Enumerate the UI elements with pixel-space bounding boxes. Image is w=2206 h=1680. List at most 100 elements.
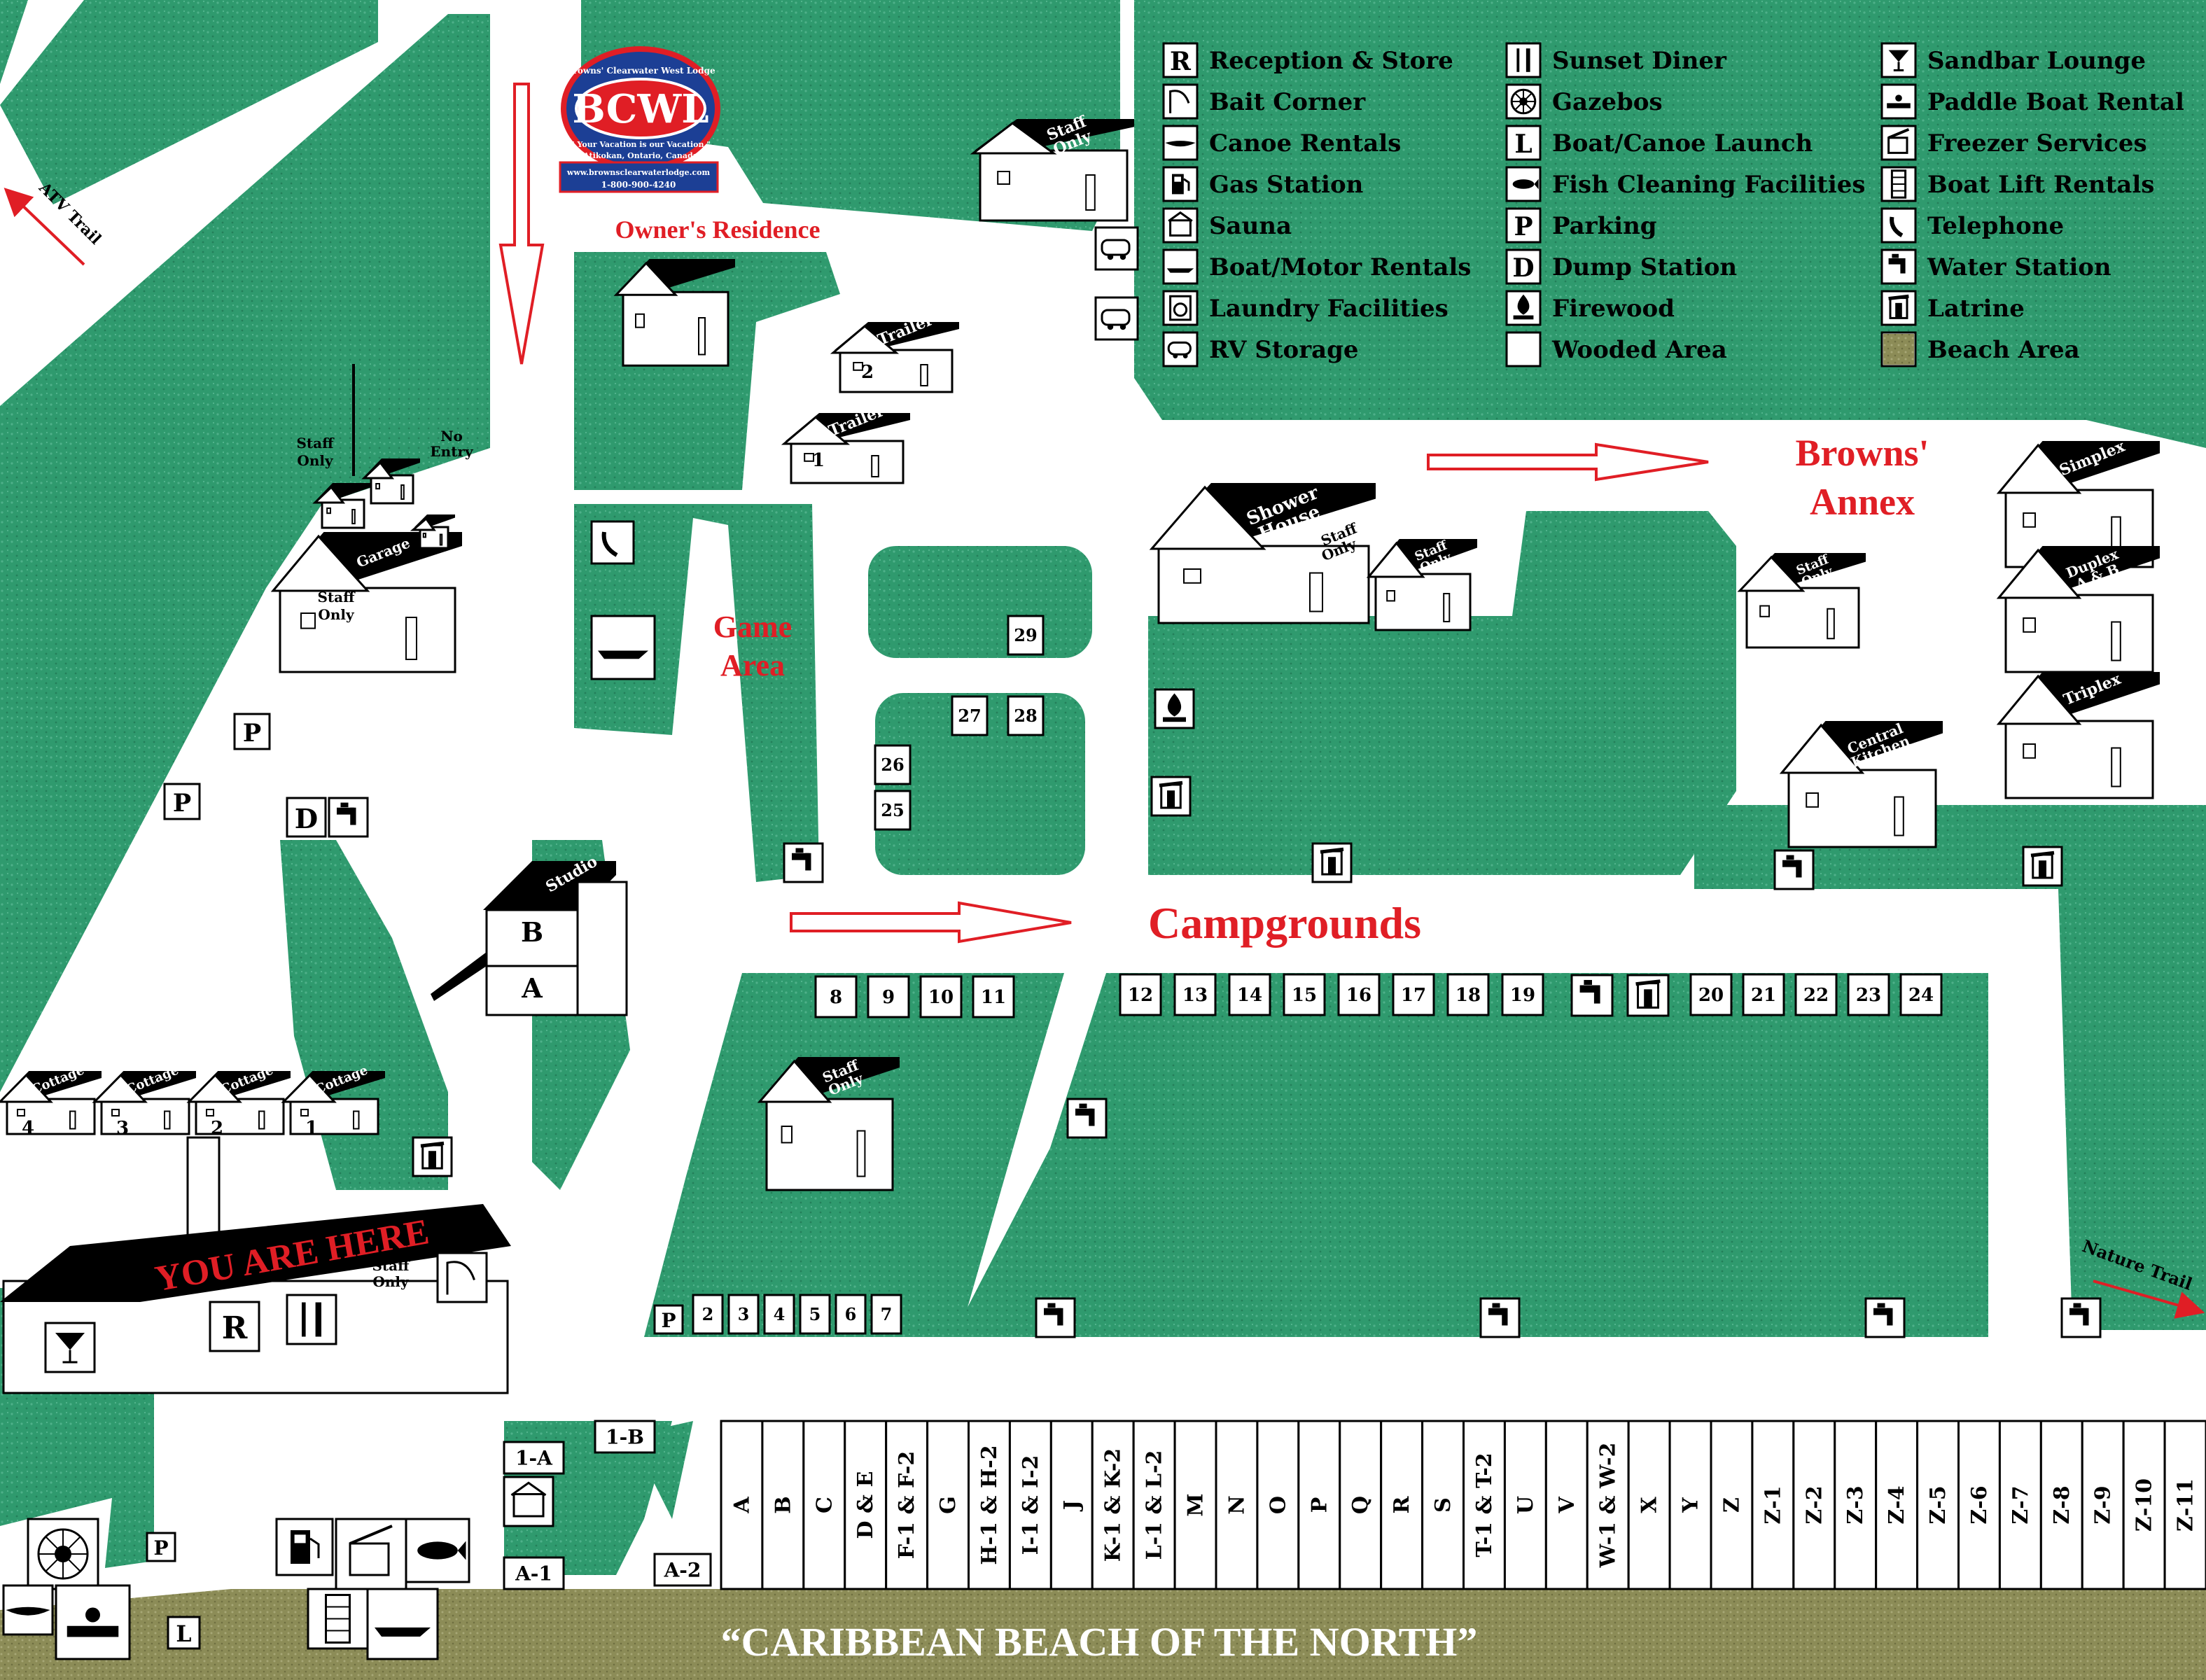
water-tap-icon[interactable] [1066,1098,1108,1139]
campsite-15[interactable]: 15 [1283,973,1326,1016]
freezer-icon[interactable] [335,1518,407,1590]
campsite-F-1-F-2[interactable]: F-1 & F-2 [885,1420,929,1590]
campsite-11[interactable]: 11 [972,975,1015,1018]
campsite-28[interactable]: 28 [1007,695,1045,736]
campsite-O[interactable]: O [1256,1420,1300,1590]
campsite-Z[interactable]: Z [1710,1420,1754,1590]
telephone-icon[interactable] [590,520,635,565]
campsite-A[interactable]: A [720,1420,764,1590]
campsite-A-1[interactable]: A-1 [503,1556,565,1590]
campsite-18[interactable]: 18 [1446,973,1490,1016]
campsite-7[interactable]: 7 [870,1294,902,1335]
campsite-U[interactable]: U [1503,1420,1547,1590]
campsite-1-B[interactable]: 1-B [594,1420,656,1454]
campsite-T-1-T-2[interactable]: T-1 & T-2 [1462,1420,1506,1590]
campsite-R[interactable]: R [1380,1420,1424,1590]
campsite-3[interactable]: 3 [727,1294,760,1335]
campsite-22[interactable]: 22 [1794,973,1838,1016]
parking-icon[interactable]: P [233,713,271,750]
water-tap-icon[interactable] [1570,974,1614,1017]
water-tap-icon[interactable] [1864,1297,1906,1338]
campsite-6[interactable]: 6 [835,1294,867,1335]
parking-icon[interactable]: P [653,1304,684,1335]
firewood-icon[interactable] [1154,688,1195,729]
campsite-P[interactable]: P [1297,1420,1341,1590]
campsite-24[interactable]: 24 [1899,973,1943,1016]
campsite-17[interactable]: 17 [1392,973,1435,1016]
campsite-Z-4[interactable]: Z-4 [1875,1420,1919,1590]
latrine-icon[interactable] [2022,846,2063,887]
water-tap-icon[interactable] [1479,1297,1521,1338]
latrine-icon[interactable] [412,1136,453,1177]
parking-icon[interactable]: P [146,1532,176,1562]
campsite-M[interactable]: M [1173,1420,1217,1590]
campsite-Z-2[interactable]: Z-2 [1792,1420,1836,1590]
campsite-Z-10[interactable]: Z-10 [2122,1420,2166,1590]
gas-pump-icon[interactable] [275,1518,334,1576]
campsite-27[interactable]: 27 [951,695,989,736]
sauna-icon[interactable] [503,1476,554,1527]
campsite-5[interactable]: 5 [799,1294,831,1335]
campsite-29[interactable]: 29 [1007,615,1045,656]
water-tap-icon[interactable] [328,797,369,838]
water-tap-icon[interactable] [783,842,824,883]
campsite-Z-3[interactable]: Z-3 [1834,1420,1878,1590]
campsite-16[interactable]: 16 [1337,973,1381,1016]
campsite-D-E[interactable]: D & E [844,1420,888,1590]
campsite-G[interactable]: G [926,1420,970,1590]
garage[interactable]: Garage [270,532,462,673]
canoe-icon[interactable] [2,1584,54,1636]
campsite-J[interactable]: J [1049,1420,1094,1590]
triplex[interactable]: Triplex [1996,670,2160,799]
campsite-Y[interactable]: Y [1668,1420,1712,1590]
campsite-A-2[interactable]: A-2 [653,1553,712,1587]
owners-residence[interactable] [613,259,735,367]
campsite-25[interactable]: 25 [874,790,912,831]
campsite-C[interactable]: C [802,1420,846,1590]
dump-icon[interactable]: D [286,797,327,838]
campsite-K-1-K-2[interactable]: K-1 & K-2 [1091,1420,1135,1590]
campsite-Z-8[interactable]: Z-8 [2039,1420,2083,1590]
water-tap-icon[interactable] [2060,1297,2102,1338]
campsite-Z-6[interactable]: Z-6 [1957,1420,2001,1590]
parking-icon[interactable]: P [163,783,201,820]
storage-shed-2[interactable] [361,458,420,505]
campsite-14[interactable]: 14 [1228,973,1271,1016]
latrine-icon[interactable] [1311,842,1353,883]
campsite-20[interactable]: 20 [1689,973,1733,1016]
campsite-19[interactable]: 19 [1501,973,1544,1016]
campsite-26[interactable]: 26 [874,744,912,785]
campsite-Z-1[interactable]: Z-1 [1751,1420,1795,1590]
rv-icon[interactable] [1094,296,1139,341]
campsite-X[interactable]: X [1627,1420,1671,1590]
campsite-4[interactable]: 4 [763,1294,795,1335]
water-tap-icon[interactable] [1035,1297,1076,1338]
campsite-N[interactable]: N [1215,1420,1259,1590]
campsite-Q[interactable]: Q [1339,1420,1383,1590]
campsite-12[interactable]: 12 [1119,973,1162,1016]
campsite-10[interactable]: 10 [919,975,963,1018]
fish-icon[interactable] [405,1518,470,1583]
campsite-Z-7[interactable]: Z-7 [1998,1420,2042,1590]
latrine-icon[interactable] [1626,974,1670,1017]
storage-shed-1[interactable] [312,483,371,529]
campsite-S[interactable]: S [1421,1420,1465,1590]
campsite-H-1-H-2[interactable]: H-1 & H-2 [968,1420,1011,1590]
campsite-23[interactable]: 23 [1847,973,1890,1016]
campsite-21[interactable]: 21 [1742,973,1785,1016]
launch-icon[interactable]: L [167,1616,201,1650]
boat-icon[interactable] [366,1588,439,1660]
campsite-2[interactable]: 2 [692,1294,724,1335]
storage-shed-3[interactable] [410,514,455,550]
latrine-icon[interactable] [1150,776,1192,817]
campsite-13[interactable]: 13 [1173,973,1217,1016]
campsite-L-1-L-2[interactable]: L-1 & L-2 [1132,1420,1176,1590]
campsite-I-1-I-2[interactable]: I-1 & I-2 [1008,1420,1052,1590]
gazebo-icon[interactable] [27,1518,99,1590]
